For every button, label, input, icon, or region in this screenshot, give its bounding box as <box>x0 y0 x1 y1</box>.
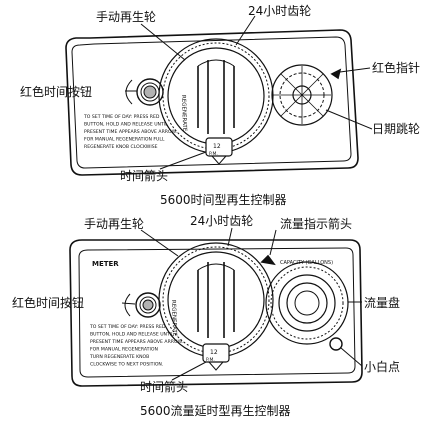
flow-arrow-icon <box>260 254 276 266</box>
red-pointer-icon <box>330 68 342 80</box>
callout-time-arrow: 时间箭头 <box>120 169 169 183</box>
time-controller-housing <box>65 29 359 176</box>
meter-instructions-block: TO SET TIME OF DAY: PRESS RED BUTTON, HOL… <box>89 324 183 368</box>
meter-label: METER <box>92 260 119 268</box>
callout-meter-time-arrow: 时间箭头 <box>140 380 189 394</box>
flow-disk-icon <box>265 261 349 345</box>
instruction-line: REGENERATE KNOB CLOCKWISE <box>84 144 158 150</box>
callout-white-dot: 小白点 <box>364 360 401 374</box>
time-controller <box>65 15 373 176</box>
callout-flow-arrow: 流量指示箭头 <box>280 217 353 231</box>
meter-instruction-line: BUTTON, HOLD AND RELEASE UNTIL <box>90 332 174 338</box>
instruction-line: FOR MANUAL REGENERATION FULL <box>84 137 165 143</box>
callout-gear-24h: 24小时齿轮 <box>248 4 312 18</box>
pm-label: P.M. <box>209 151 218 157</box>
time-controller-inner-bezel <box>71 36 352 169</box>
instruction-line: PRESENT TIME APPEARS ABOVE ARROW. <box>84 129 177 135</box>
callout-manual-regen-wheel: 手动再生轮 <box>96 10 157 24</box>
callout-meter-gear-24h: 24小时齿轮 <box>190 214 254 228</box>
knob-mark: 12 <box>213 143 221 150</box>
meter-instruction-line: TO SET TIME OF DAY: PRESS RED <box>89 324 166 330</box>
meter-instruction-line: FOR MANUAL REGENERATION <box>90 347 158 353</box>
meter-instruction-line: CLOCKWISE TO NEXT POSITION. <box>90 362 163 368</box>
capacity-label: CAPACITY (GALLONS) <box>280 260 333 266</box>
callout-meter-manual-regen-wheel: 手动再生轮 <box>84 217 145 231</box>
callout-red-time-button: 红色时间按钮 <box>20 85 93 99</box>
time-knob-icon <box>205 137 233 165</box>
instruction-line: BUTTON, HOLD AND RELEASE UNTIL <box>84 122 168 128</box>
callout-day-skip-wheel: 日期跳轮 <box>372 122 421 136</box>
meter-knob-mark: 12 <box>210 349 218 356</box>
meter-instruction-line: TURN REGENERATE KNOB <box>89 354 149 360</box>
meter-controller <box>69 227 363 387</box>
meter-pm-label: P.M. <box>206 357 215 363</box>
callout-flow-disk: 流量盘 <box>364 296 401 310</box>
red-time-button-icon <box>125 78 164 106</box>
meter-regen-label: REGENERATE <box>170 300 177 337</box>
meter-time-knob-icon <box>202 343 230 371</box>
white-dot-icon <box>329 337 343 351</box>
meter-controller-inner-bezel <box>78 247 356 378</box>
caption-meter-controller: 5600流量延时型再生控制器 <box>140 404 291 418</box>
instruction-line: TO SET TIME OF DAY: PRESS RED <box>83 114 160 120</box>
instructions-block: TO SET TIME OF DAY: PRESS RED BUTTON, HOL… <box>83 114 177 150</box>
meter-red-time-button-icon <box>124 292 161 318</box>
callout-red-pointer: 红色指针 <box>372 61 421 75</box>
regen-label: REGENERATE <box>180 95 187 132</box>
meter-controller-housing <box>69 239 363 387</box>
callout-meter-red-time-button: 红色时间按钮 <box>12 296 85 310</box>
day-skip-wheel-icon <box>271 64 333 126</box>
meter-instruction-line: PRESENT TIME APPEARS ABOVE ARROW. <box>90 339 183 345</box>
gear-24h-icon <box>158 38 274 154</box>
caption-time-controller: 5600时间型再生控制器 <box>160 193 287 207</box>
